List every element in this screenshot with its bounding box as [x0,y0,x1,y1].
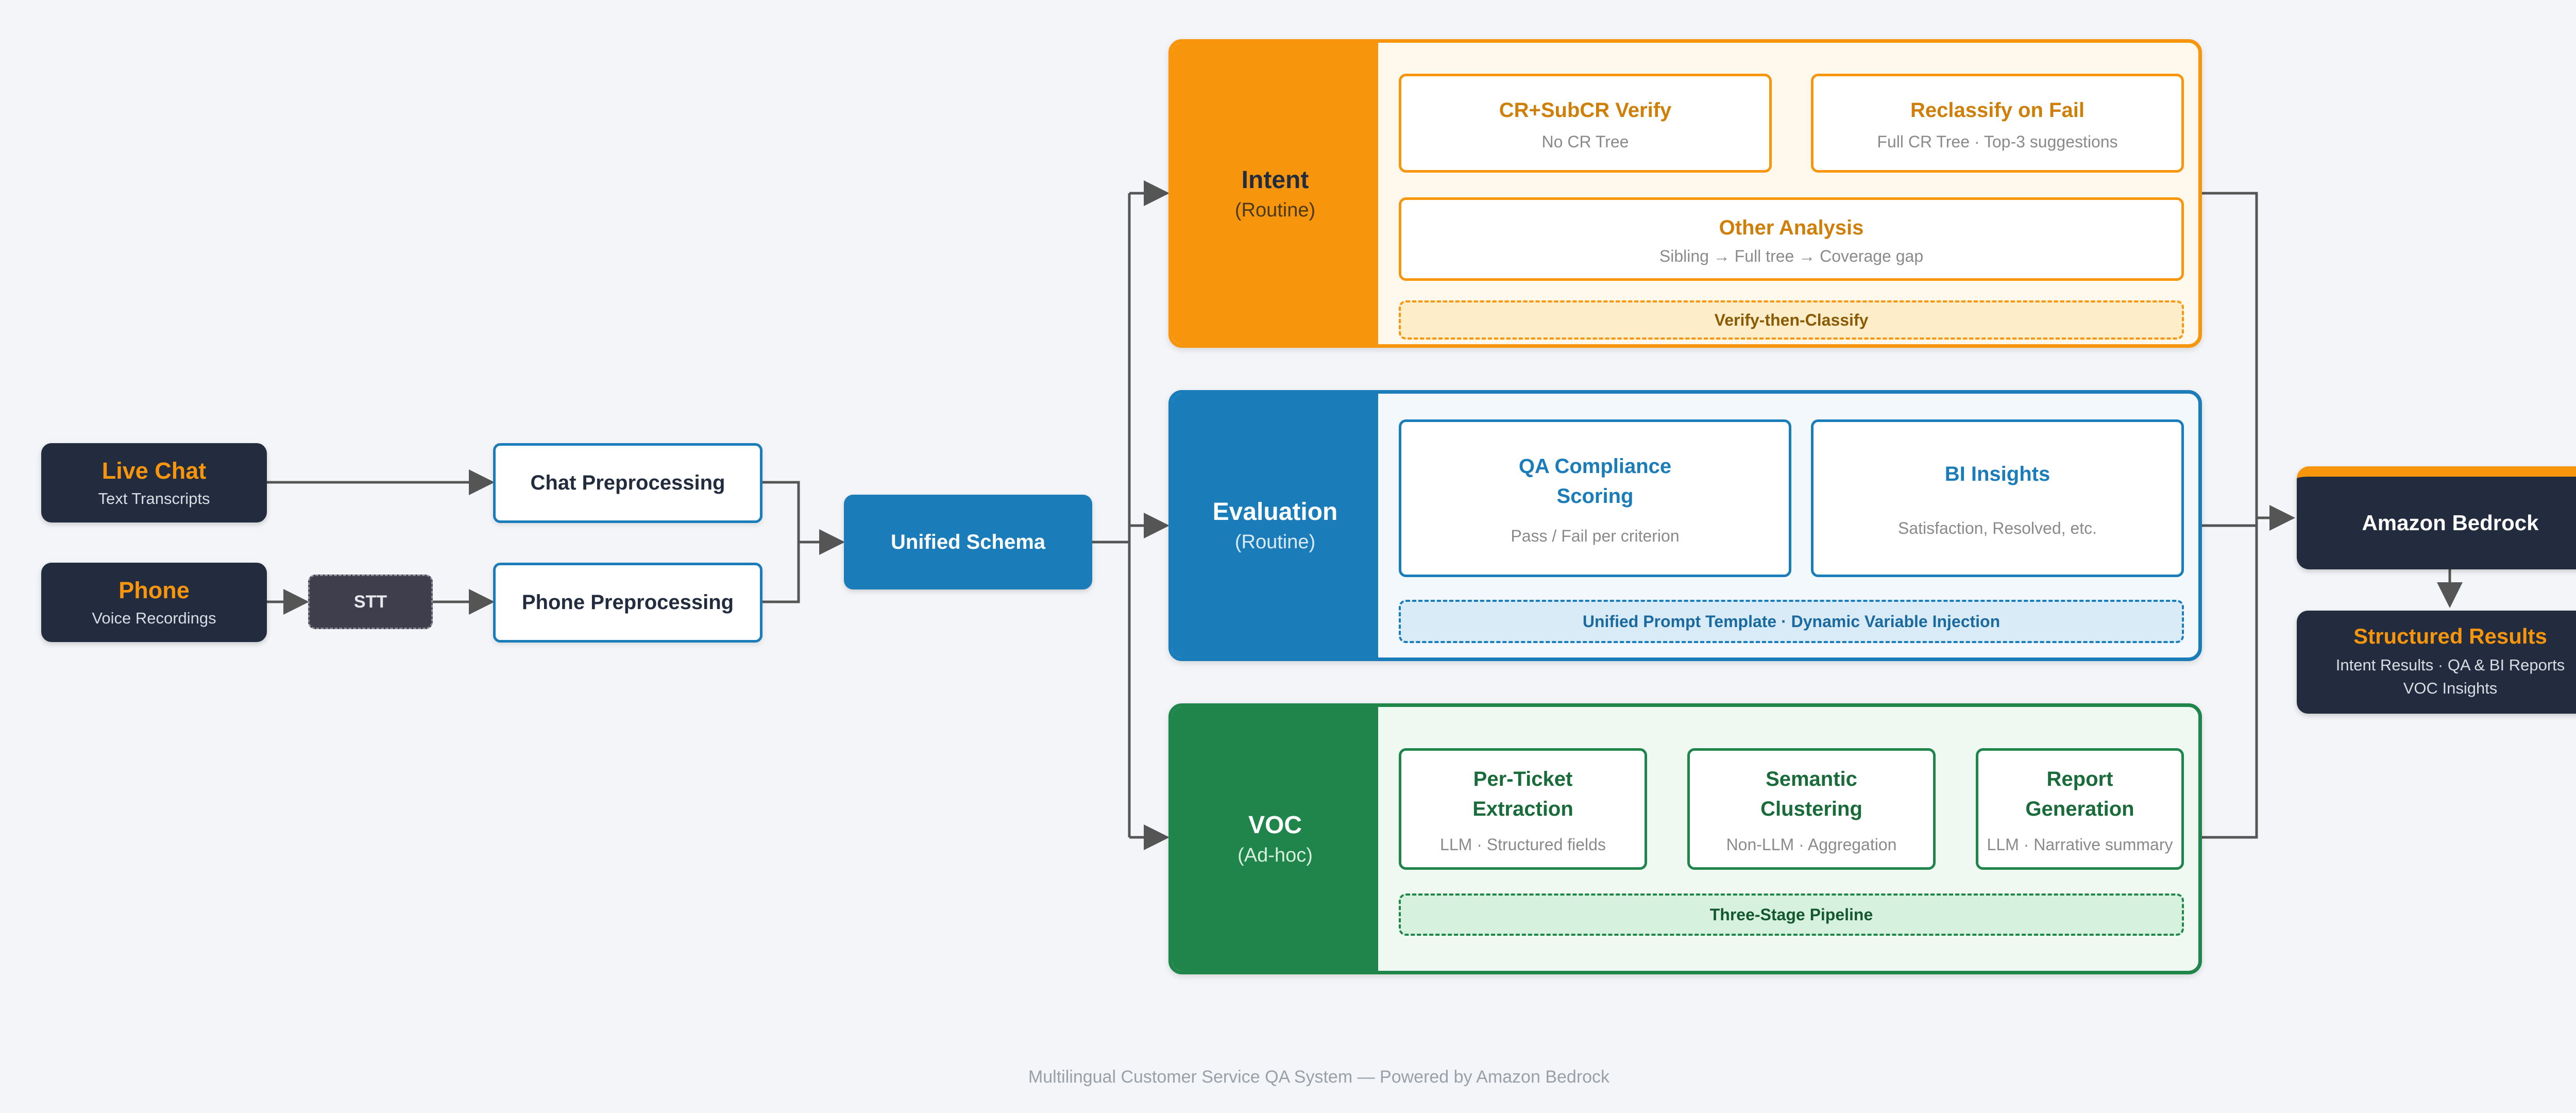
intent-panel: Intent (Routine) CR+SubCR Verify No CR T… [1168,39,2202,348]
card-subtitle: No CR Tree [1541,132,1629,151]
live-chat-title: Live Chat [101,458,207,484]
other-analysis-card: Other Analysis Sibling → Full tree → Cov… [1399,197,2184,281]
card-subtitle: Satisfaction, Resolved, etc. [1898,518,2097,537]
unified-schema: Unified Schema [844,495,1092,589]
structured-results-line2: VOC Insights [2403,679,2498,697]
card-subtitle: Non-LLM · Aggregation [1726,835,1897,854]
phone-source: Phone Voice Recordings [41,563,267,642]
evaluation-title: Evaluation [1212,498,1338,526]
card-title: Reclassify on Fail [1910,98,2084,122]
arrow-merge-to-schema [762,481,842,603]
card-subtitle: LLM · Narrative summary [1987,835,2173,854]
card-subtitle: Pass / Fail per criterion [1511,526,1680,545]
chat-preprocessing: Chat Preprocessing [493,443,762,523]
voc-mode: (Ad-hoc) [1238,845,1313,866]
footer-caption: Multilingual Customer Service QA System … [1028,1067,1610,1087]
card-title-line1: QA Compliance [1518,454,1672,478]
evaluation-panel-header: Evaluation (Routine) [1172,394,1378,657]
card-title: Other Analysis [1719,216,1864,239]
card-title-line1: Semantic [1766,767,1857,790]
card-title-line2: Generation [2025,797,2134,820]
card-title-line2: Extraction [1472,797,1573,820]
intent-panel-header: Intent (Routine) [1172,43,1378,344]
semantic-clustering-card: Semantic Clustering Non-LLM · Aggregatio… [1687,748,1936,870]
voc-title: VOC [1248,812,1302,839]
card-title: CR+SubCR Verify [1499,98,1672,122]
intent-title: Intent [1241,166,1309,194]
structured-results-node: Structured Results Intent Results · QA &… [2297,611,2576,714]
phone-title: Phone [118,577,190,603]
card-title-line1: Report [2046,767,2113,790]
card-title-line2: Clustering [1760,797,1862,820]
three-stage-pipeline-note: Three-Stage Pipeline [1399,893,2184,936]
cr-subcr-verify-card: CR+SubCR Verify No CR Tree [1399,74,1772,173]
arrow-panels-to-bedrock [2202,192,2293,839]
card-title: BI Insights [1944,462,2050,485]
reclassify-on-fail-card: Reclassify on Fail Full CR Tree · Top-3 … [1811,74,2184,173]
card-title-line1: Per-Ticket [1473,767,1573,790]
phone-subtitle: Voice Recordings [92,609,216,627]
evaluation-panel: Evaluation (Routine) QA Compliance Scori… [1168,390,2202,661]
live-chat-source: Live Chat Text Transcripts [41,443,267,522]
structured-results-line1: Intent Results · QA & BI Reports [2335,656,2565,674]
phone-preprocessing: Phone Preprocessing [493,563,762,643]
evaluation-mode: (Routine) [1234,531,1316,553]
voc-panel: VOC (Ad-hoc) Per-Ticket Extraction LLM ·… [1168,703,2202,974]
qa-compliance-scoring-card: QA Compliance Scoring Pass / Fail per cr… [1399,419,1791,577]
intent-mode: (Routine) [1234,199,1316,221]
bi-insights-card: BI Insights Satisfaction, Resolved, etc. [1811,419,2184,577]
structured-results-title: Structured Results [2353,624,2547,649]
voc-panel-header: VOC (Ad-hoc) [1172,707,1378,971]
report-generation-card: Report Generation LLM · Narrative summar… [1976,748,2184,870]
stt-node: STT [308,575,433,629]
unified-prompt-template-note: Unified Prompt Template · Dynamic Variab… [1399,600,2184,643]
card-subtitle: Sibling → Full tree → Coverage gap [1659,246,1924,265]
per-ticket-extraction-card: Per-Ticket Extraction LLM · Structured f… [1399,748,1647,870]
card-subtitle: LLM · Structured fields [1440,835,1606,854]
verify-then-classify-note: Verify-then-Classify [1399,300,2184,340]
card-title-line2: Scoring [1556,484,1634,508]
arrow-schema-to-panels [1092,193,1131,837]
card-subtitle: Full CR Tree · Top-3 suggestions [1877,132,2118,151]
amazon-bedrock-node: Amazon Bedrock [2297,466,2576,569]
live-chat-subtitle: Text Transcripts [98,490,210,508]
